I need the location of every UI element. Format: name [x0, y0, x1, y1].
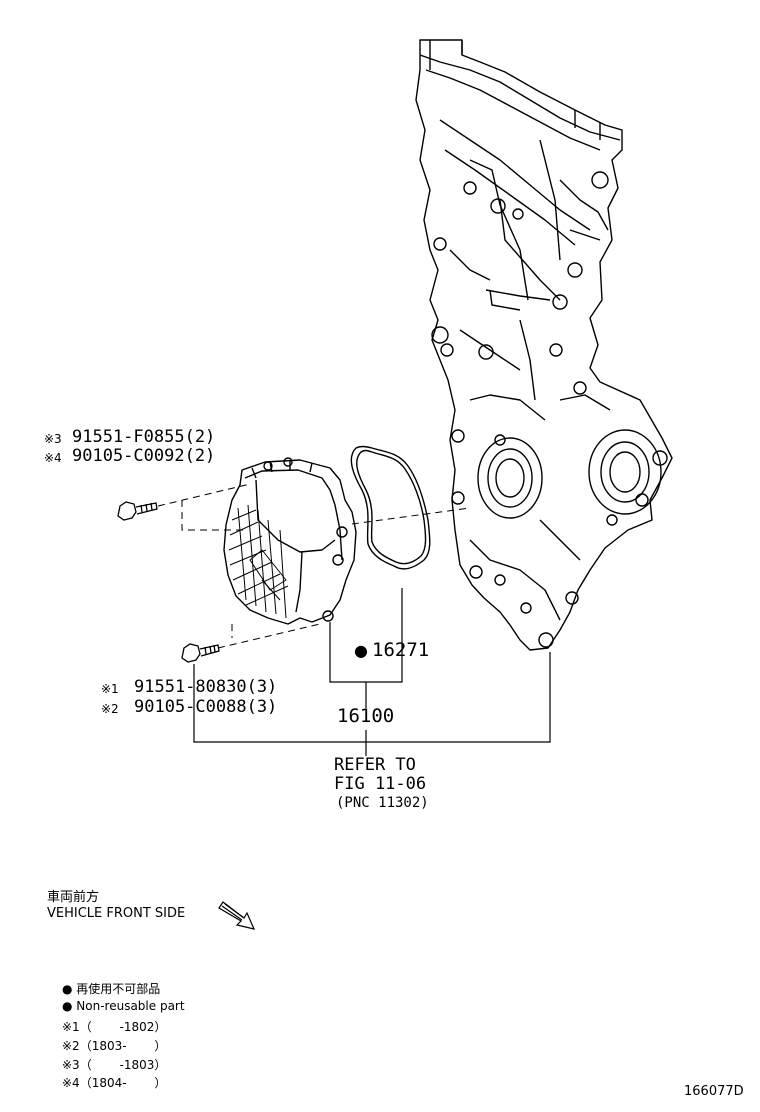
- legend-note-3: ※3（ -1803）: [62, 1058, 167, 1072]
- legend-note-2: ※2（1803- ）: [62, 1039, 167, 1053]
- water-pump-part-number: 16100: [337, 705, 395, 727]
- assembly-guide-lines: [157, 483, 471, 649]
- bolt-upper-1-mark: ※3: [44, 432, 62, 446]
- bolt-lower-2-number: 90105-C0088(3): [134, 697, 278, 717]
- timing-cover-illustration: [415, 39, 673, 651]
- bolt-upper-illustration: [117, 501, 158, 521]
- bolt-lower-2-mark: ※2: [101, 702, 119, 716]
- water-pump-illustration: [223, 457, 357, 625]
- gasket-illustration: [350, 445, 431, 570]
- refer-line-1: REFER TO: [334, 755, 416, 775]
- refer-line-2: FIG 11-06: [334, 774, 427, 794]
- legend-non-reusable-jp: ● 再使用不可部品: [62, 982, 161, 996]
- direction-label-jp: 車両前方: [47, 890, 100, 905]
- refer-line-3: (PNC 11302): [336, 795, 429, 811]
- gasket-bullet: ●: [354, 641, 368, 660]
- bolt-upper-2-number: 90105-C0092(2): [72, 446, 216, 466]
- bolt-lower-illustration: [181, 643, 220, 663]
- bolt-upper-1-number: 91551-F0855(2): [72, 427, 216, 447]
- bolt-lower-1-mark: ※1: [101, 682, 119, 696]
- direction-label-en: VEHICLE FRONT SIDE: [47, 906, 186, 921]
- bolt-upper-2-mark: ※4: [44, 451, 62, 465]
- bolt-lower-1-number: 91551-80830(3): [134, 677, 278, 697]
- vehicle-front-arrow-icon: [218, 901, 256, 930]
- figure-id: 166077D: [684, 1084, 744, 1099]
- callout-leaders: [193, 588, 551, 756]
- legend-non-reusable-en: ● Non-reusable part: [62, 999, 185, 1013]
- legend-note-1: ※1（ -1802）: [62, 1020, 167, 1034]
- legend-note-4: ※4（1804- ）: [62, 1076, 167, 1090]
- gasket-part-number: 16271: [372, 639, 430, 661]
